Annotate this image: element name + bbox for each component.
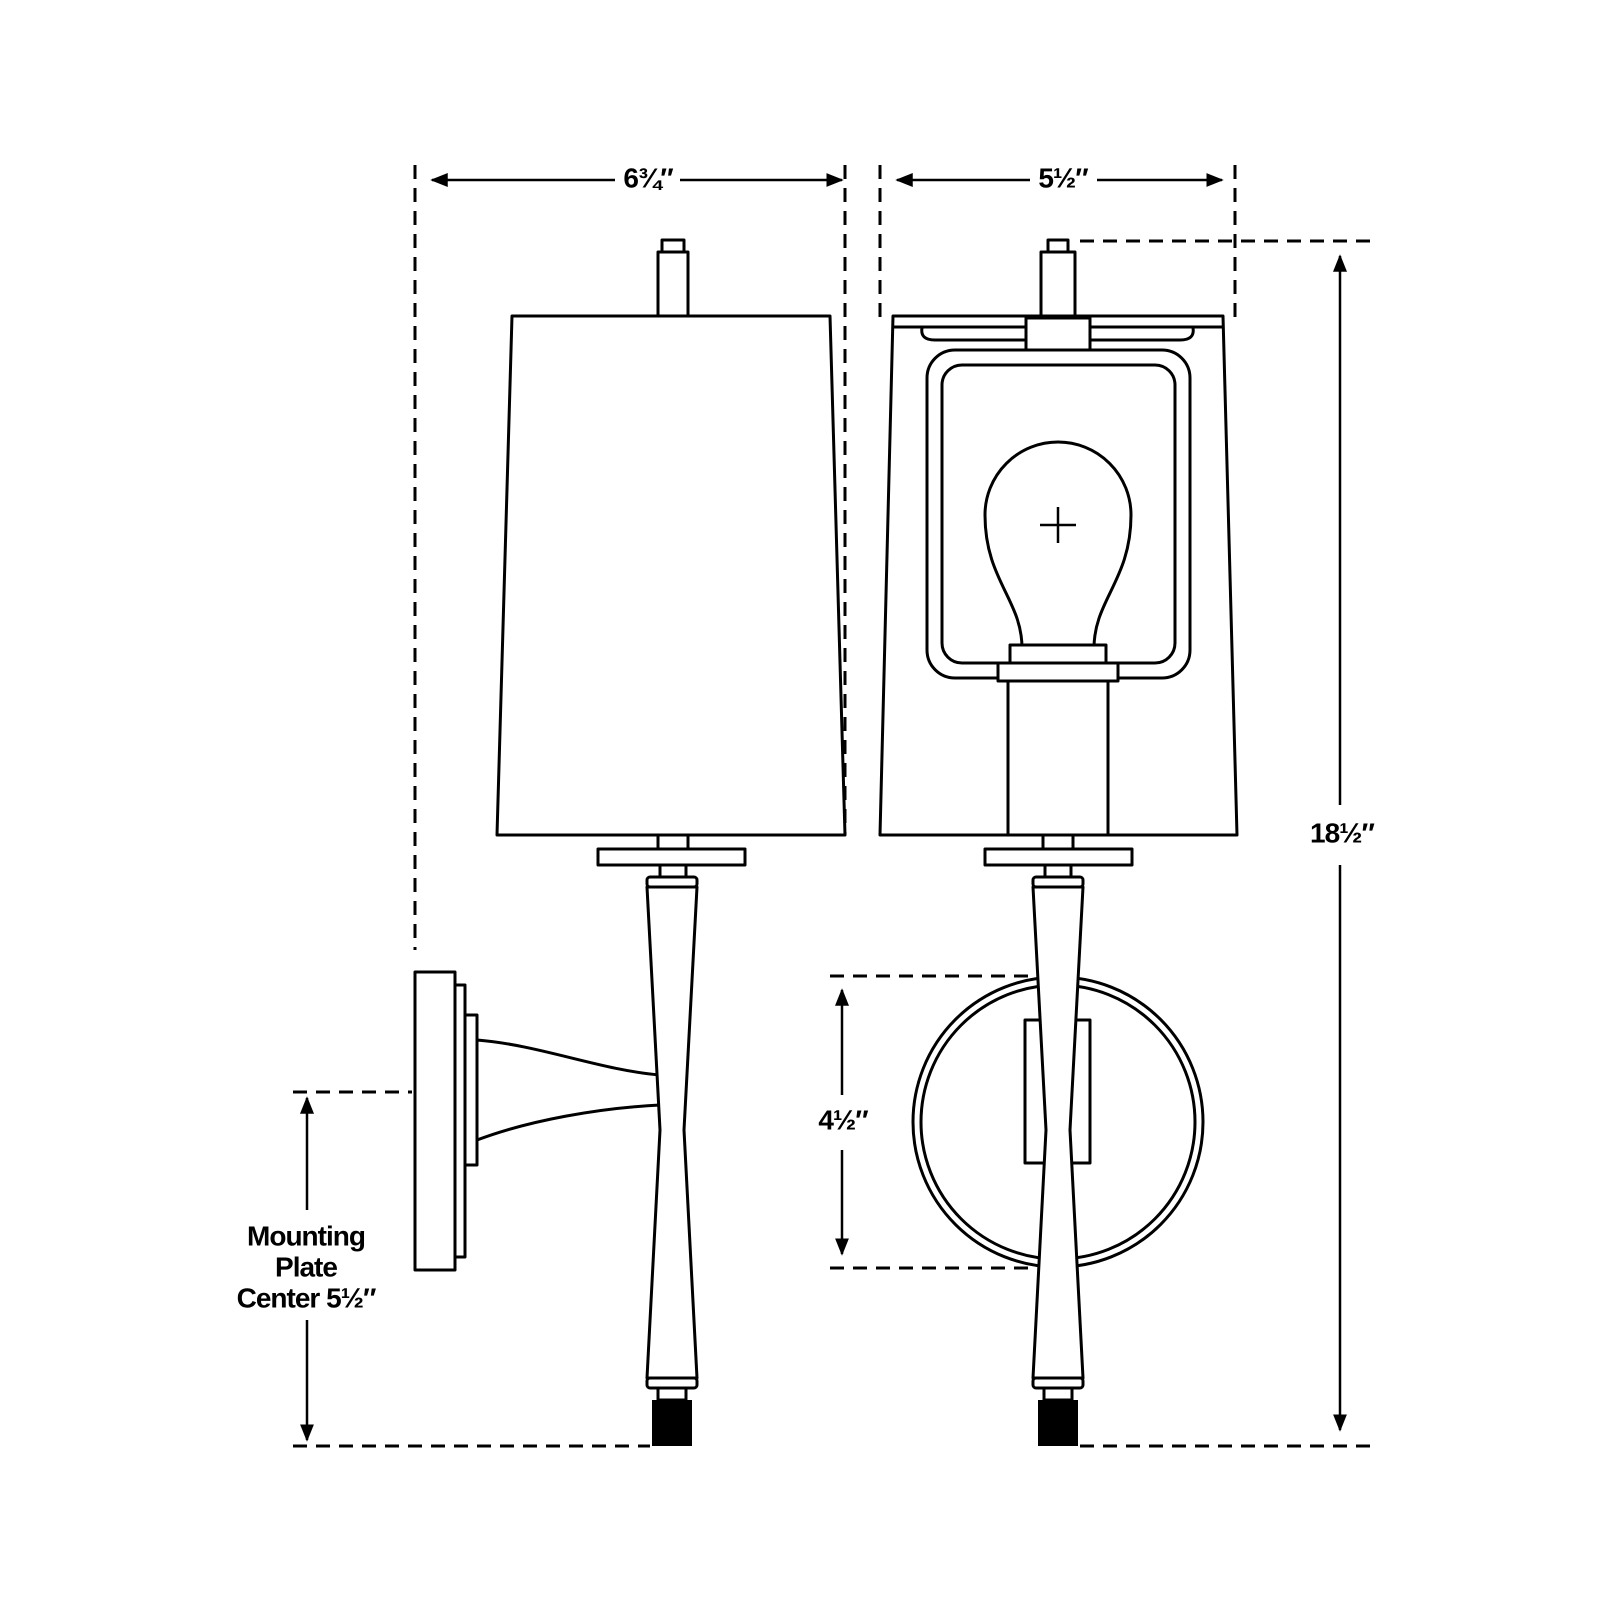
side-width-dimension: 6¾″	[413, 162, 847, 950]
height-label: 18½″	[1310, 817, 1374, 848]
mounting-label-line2: Plate	[275, 1251, 337, 1282]
backplate-label: 4½″	[818, 1104, 868, 1135]
socket	[1006, 679, 1110, 837]
backplate-dimension: 4½″	[818, 974, 1030, 1270]
side-shade	[495, 314, 847, 837]
mounting-label-line1: Mounting	[247, 1220, 365, 1251]
side-view-sconce	[413, 238, 847, 1446]
mounting-label-line3: Center 5½″	[237, 1282, 376, 1313]
side-column	[645, 885, 699, 1380]
side-width-label: 6¾″	[623, 162, 673, 193]
bulb	[983, 440, 1133, 650]
side-wall-plate	[413, 970, 457, 1272]
front-width-dimension: 5½″	[878, 162, 1237, 325]
front-view-sconce	[878, 238, 1239, 1446]
front-finial	[1038, 1400, 1078, 1446]
front-width-label: 5½″	[1038, 162, 1088, 193]
side-finial	[652, 1400, 692, 1446]
height-dimension: 18½″	[1080, 239, 1376, 1448]
mounting-center-dimension: Mounting Plate Center 5½″	[220, 1090, 650, 1448]
